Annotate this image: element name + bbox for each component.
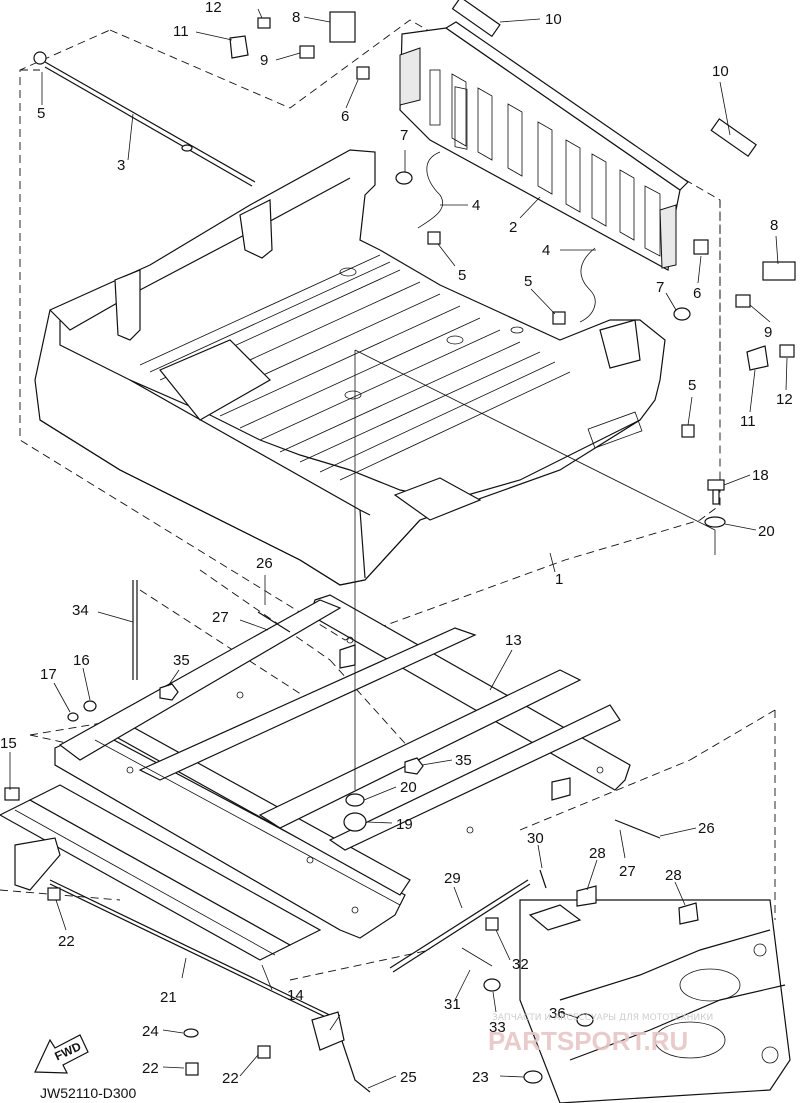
callout-14: 14 <box>287 987 304 1004</box>
callout-15: 15 <box>0 735 17 752</box>
callout-5: 5 <box>458 267 466 284</box>
callout-34: 34 <box>72 602 89 619</box>
callout-20: 20 <box>758 523 775 540</box>
callout-20: 20 <box>400 779 417 796</box>
callout-12: 12 <box>205 0 222 16</box>
callout-13: 13 <box>505 632 522 649</box>
cargo-bed <box>34 149 666 586</box>
callout-11: 11 <box>173 23 189 40</box>
fwd-arrow-icon: FWD <box>34 1034 89 1074</box>
callout-11: 11 <box>740 413 756 430</box>
callout-25: 25 <box>400 1069 417 1086</box>
callout-7: 7 <box>656 279 664 296</box>
callout-17: 17 <box>40 666 57 683</box>
callout-28: 28 <box>589 845 606 862</box>
callout-3: 3 <box>117 157 125 174</box>
callout-26: 26 <box>256 555 273 572</box>
callout-32: 32 <box>512 956 529 973</box>
callout-6: 6 <box>341 108 349 125</box>
callout-2: 2 <box>509 219 517 236</box>
diagram-code: JW52110-D300 <box>40 1085 136 1101</box>
callout-4: 4 <box>542 242 550 259</box>
callout-27: 27 <box>212 609 229 626</box>
callout-12: 12 <box>776 391 793 408</box>
watermark-site-name: PARTSPORT.RU <box>488 1026 688 1056</box>
watermark-tagline: ЗАПЧАСТИ И АКСЕССУАРЫ ДЛЯ МОТОТЕХНИКИ <box>492 1013 713 1023</box>
callout-26: 26 <box>698 820 715 837</box>
subframe <box>54 594 631 939</box>
leader-lines <box>9 8 788 1089</box>
front-cross-member <box>0 784 341 1025</box>
callout-22: 22 <box>142 1060 159 1077</box>
callout-10: 10 <box>712 63 729 80</box>
callout-8: 8 <box>292 9 300 26</box>
watermark: ЗАПЧАСТИ И АКСЕССУАРЫ ДЛЯ МОТОТЕХНИКИ PA… <box>488 1013 713 1056</box>
callout-5: 5 <box>524 273 532 290</box>
callout-33: 33 <box>489 1019 506 1036</box>
hardware-parts <box>4 0 796 1093</box>
callout-22: 22 <box>222 1070 239 1087</box>
callout-29: 29 <box>444 870 461 887</box>
callout-31: 31 <box>444 996 461 1013</box>
callout-6: 6 <box>693 285 701 302</box>
vehicle-frame-rear <box>519 899 791 1103</box>
callout-9: 9 <box>764 324 772 341</box>
tailgate <box>399 21 689 271</box>
callout-5: 5 <box>688 377 696 394</box>
callout-19: 19 <box>396 816 413 833</box>
assembly-outline-dashed <box>0 19 776 981</box>
callout-7: 7 <box>400 127 408 144</box>
callout-21: 21 <box>160 989 177 1006</box>
callout-10: 10 <box>545 11 562 28</box>
callout-30: 30 <box>527 830 544 847</box>
callout-28: 28 <box>665 867 682 884</box>
callout-labels: 12 11 8 10 9 5 6 10 3 7 4 2 5 8 4 6 5 7 … <box>0 0 793 1087</box>
callout-16: 16 <box>73 652 90 669</box>
callout-22: 22 <box>58 933 75 950</box>
callout-24: 24 <box>142 1023 159 1040</box>
callout-27: 27 <box>619 863 636 880</box>
callout-1: 1 <box>555 571 563 588</box>
callout-36: 36 <box>549 1005 566 1022</box>
callout-35: 35 <box>173 652 190 669</box>
callout-23: 23 <box>472 1069 489 1086</box>
callout-35: 35 <box>455 752 472 769</box>
callout-4: 4 <box>472 197 480 214</box>
callout-9: 9 <box>260 52 268 69</box>
callout-8: 8 <box>770 217 778 234</box>
callout-5: 5 <box>37 105 45 122</box>
callout-18: 18 <box>752 467 769 484</box>
